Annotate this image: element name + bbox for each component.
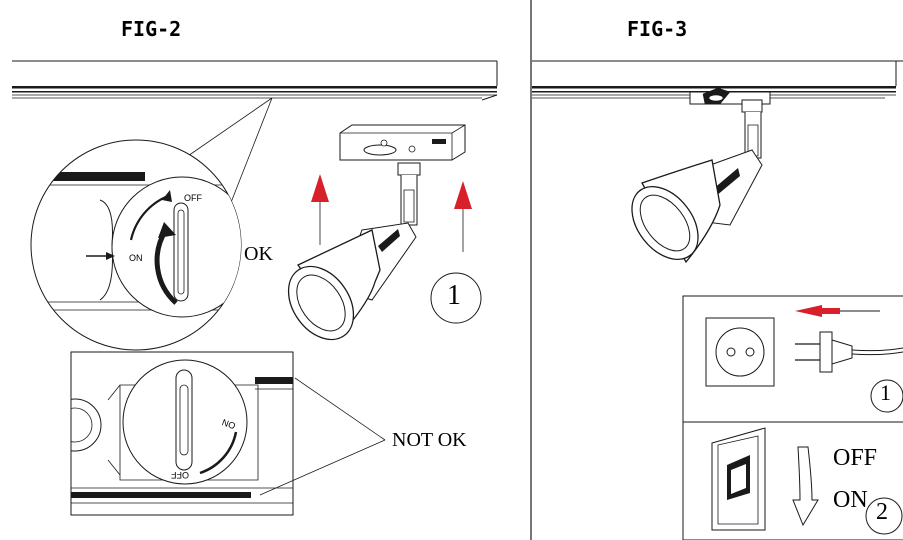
fig2-title: FIG-2 xyxy=(121,17,182,41)
power-plug xyxy=(795,331,903,373)
unplug-arrow xyxy=(795,305,880,317)
switch-on-label: ON xyxy=(833,487,868,513)
wall-socket xyxy=(705,317,775,387)
red-arrow-left xyxy=(311,174,329,202)
fig2-step-number: 1 xyxy=(447,280,461,311)
red-arrow-right xyxy=(454,181,472,209)
magnified-dial-bottom xyxy=(70,351,386,516)
fig3-step-boxes xyxy=(682,295,903,540)
switch-direction-arrow xyxy=(792,446,819,527)
not-ok-label: NOT OK xyxy=(392,429,467,451)
fig3-step2-number: 2 xyxy=(876,499,888,525)
fig3-spotlight xyxy=(631,87,771,264)
fig3-step1-circle xyxy=(870,379,903,413)
ok-label: OK xyxy=(244,243,273,265)
dial-top-on-label: ON xyxy=(129,253,143,263)
fig3-step1-number: 1 xyxy=(880,380,891,405)
fig3-title: FIG-3 xyxy=(627,17,688,41)
switch-off-label: OFF xyxy=(833,445,878,471)
fig2-track xyxy=(12,60,498,206)
fig2-step-circle xyxy=(430,272,482,324)
dial-top-off-label: OFF xyxy=(184,193,202,203)
fig2-lift-arrows xyxy=(311,174,472,252)
fig2-spotlight xyxy=(287,124,466,341)
rocker-switch xyxy=(711,427,766,531)
fig3-step2-circle xyxy=(865,497,903,535)
dial-bottom-off-label: OFF xyxy=(171,470,189,480)
magnified-dial-top xyxy=(30,139,242,351)
